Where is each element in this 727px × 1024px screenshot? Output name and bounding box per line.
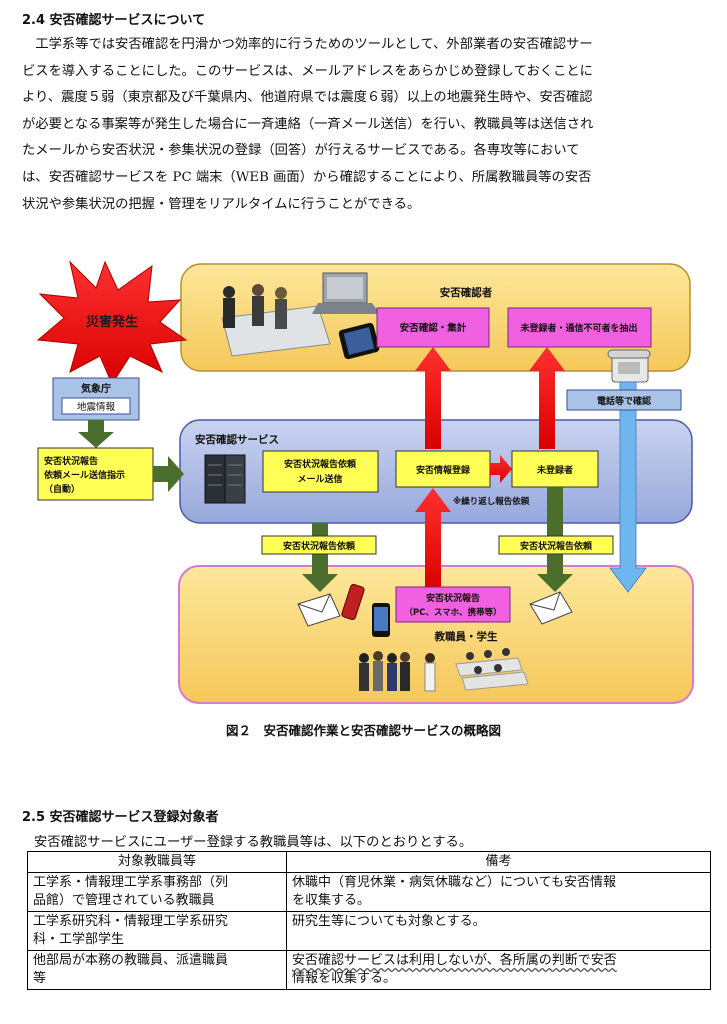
paragraph-line: 状況や参集状況の把握・管理をリアルタイムに行うことができる。	[22, 196, 421, 212]
table-row: 工学系・情報理工学系事務部（列品館）で管理されている教職員 休職中（育児休業・病…	[27, 872, 711, 912]
report-request-right-label: 安否状況報告依頼	[520, 540, 593, 552]
phone-confirm-label: 電話等で確認	[597, 395, 651, 407]
cell-line: 研究生等についても対象とする。	[292, 914, 486, 929]
registration-target-table: 対象教職員等 備考 工学系・情報理工学系事務部（列品館）で管理されている教職員 …	[27, 851, 711, 990]
cell-line: 品館）で管理されている教職員	[33, 893, 215, 908]
table-cell: 他部局が本務の教職員、派遣職員等	[27, 950, 287, 990]
table-header-remarks: 備考	[286, 851, 711, 873]
report-request-right-box	[498, 535, 614, 555]
red-arrow-up-icon	[415, 347, 451, 449]
red-arrow-up-icon	[529, 347, 565, 449]
report-request-left-box	[261, 535, 377, 555]
repeat-request-note: ※繰り返し報告依頼	[453, 496, 530, 507]
green-arrow-right-icon	[153, 456, 184, 492]
unregistered-label: 未登録者	[536, 464, 573, 476]
mail-send-box	[262, 450, 379, 493]
classroom-icon	[455, 648, 529, 691]
section-2-4-paragraph: 工学系等では安否確認を円滑かつ効率的に行うためのツールとして、外部業者の安否確認…	[22, 32, 712, 218]
jma-label: 気象庁	[80, 382, 111, 395]
smartphone-icon	[372, 603, 390, 637]
table-header-row: 対象教職員等 備考	[27, 851, 711, 873]
extract-box	[507, 307, 652, 348]
auto-instruction-box	[37, 447, 154, 501]
cell-line: 休職中（育児休業・病気休職など）についても安否情報	[292, 875, 616, 890]
table-cell: 休職中（育児休業・病気休職など）についても安否情報を収集する。	[286, 872, 711, 912]
paragraph-line: が必要となる事案等が発生した場合に一斉連絡（一斉メール送信）を行い、教職員等は送…	[22, 116, 594, 132]
service-title: 安否確認サービス	[195, 433, 279, 446]
paragraph-line: は、安否確認サービスを PC 端末（WEB 画面）から確認することにより、所属教…	[22, 169, 592, 185]
cell-line: 安否確認サービスは利用しないが、各所属の判断で安否	[292, 953, 617, 968]
phone-confirm-box	[566, 389, 682, 411]
tablet-icon	[338, 322, 380, 360]
extract-label: 未登録者・通信不可者を抽出	[519, 322, 637, 334]
auto-instruction-line2: 依頼メール送信指示	[44, 469, 125, 481]
section-2-5-intro: 安否確認サービスにユーザー登録する教職員等は、以下のとおりとする。	[34, 835, 473, 850]
paragraph-line: 工学系等では安否確認を円滑かつ効率的に行うためのツールとして、外部業者の安否確認…	[22, 37, 593, 52]
mail-send-line1: 安否状況報告依頼	[284, 458, 357, 470]
table-cell: 研究生等についても対象とする。	[286, 911, 711, 951]
cell-line: 等	[33, 971, 47, 986]
table-row: 他部局が本務の教職員、派遣職員等 安否確認サービスは利用しないが、各所属の判断で…	[27, 950, 711, 990]
red-arrow-right-icon	[490, 455, 512, 483]
server-icon	[204, 454, 246, 504]
quake-info-label: 地震情報	[77, 401, 116, 413]
paragraph-line: より、震度５弱（東京都及び千葉県内、他道府県では震度６弱）以上の地震発生時や、安…	[22, 90, 593, 106]
staff-title: 教職員・学生	[434, 630, 498, 643]
cell-line: を収集する。	[292, 893, 371, 908]
section-2-5-heading: 2.5 安否確認サービス登録対象者	[22, 810, 219, 825]
laptop-icon	[312, 272, 380, 314]
status-report-line1: 安否状況報告	[426, 592, 480, 604]
info-register-box	[395, 450, 491, 488]
table-header-target: 対象教職員等	[27, 851, 287, 873]
cell-line: 科・工学部学生	[33, 932, 125, 947]
section-2-4-heading: 2.4 安否確認サービスについて	[22, 13, 206, 28]
telephone-icon	[607, 349, 651, 383]
table-cell: 工学系研究科・情報理工学系研究科・工学部学生	[27, 911, 287, 951]
aggregate-box	[376, 307, 490, 348]
people-icon	[359, 651, 436, 692]
auto-instruction-line1: 安否状況報告	[44, 455, 98, 467]
mobile-phone-icon	[341, 583, 365, 621]
figure-caption: 図２ 安否確認作業と安否確認サービスの概略図	[225, 723, 501, 738]
cell-line: 工学系・情報理工学系事務部（列	[33, 875, 229, 890]
aggregate-label: 安否確認・集計	[400, 322, 467, 334]
blue-arrow-down-icon	[609, 381, 647, 593]
status-report-line2: （PC、スマホ、携帯等）	[404, 607, 501, 618]
mail-send-line2: メール送信	[297, 473, 342, 485]
report-request-left-label: 安否状況報告依頼	[283, 540, 356, 552]
cell-line: 情報を収集する。	[292, 971, 397, 986]
paragraph-line: ビスを導入することにした。このサービスは、メールアドレスをあらかじめ登録しておく…	[22, 63, 593, 79]
auto-instruction-line3: （自動）	[44, 483, 80, 495]
green-arrow-down-icon	[78, 420, 114, 448]
envelope-icon	[297, 593, 341, 627]
disaster-label: 災害発生	[86, 314, 138, 330]
confirmer-title: 安否確認者	[440, 286, 493, 299]
status-report-box	[395, 586, 511, 623]
cell-line: 他部局が本務の教職員、派遣職員	[33, 953, 229, 968]
paragraph-line: たメールから安否状況・参集状況の登録（回答）が行えるサービスである。各専攻等にお…	[22, 143, 580, 159]
green-arrow-down-icon	[302, 523, 338, 592]
office-workers-icon	[221, 284, 331, 357]
cell-line: 工学系研究科・情報理工学系研究	[33, 914, 229, 929]
table-cell: 工学系・情報理工学系事務部（列品館）で管理されている教職員	[27, 872, 287, 912]
envelope-icon	[529, 591, 573, 625]
red-arrow-up-icon	[415, 488, 451, 592]
table-row: 工学系研究科・情報理工学系研究科・工学部学生 研究生等についても対象とする。	[27, 911, 711, 951]
info-register-label: 安否情報登録	[416, 464, 471, 476]
table-cell: 安否確認サービスは利用しないが、各所属の判断で安否情報を収集する。	[286, 950, 711, 990]
